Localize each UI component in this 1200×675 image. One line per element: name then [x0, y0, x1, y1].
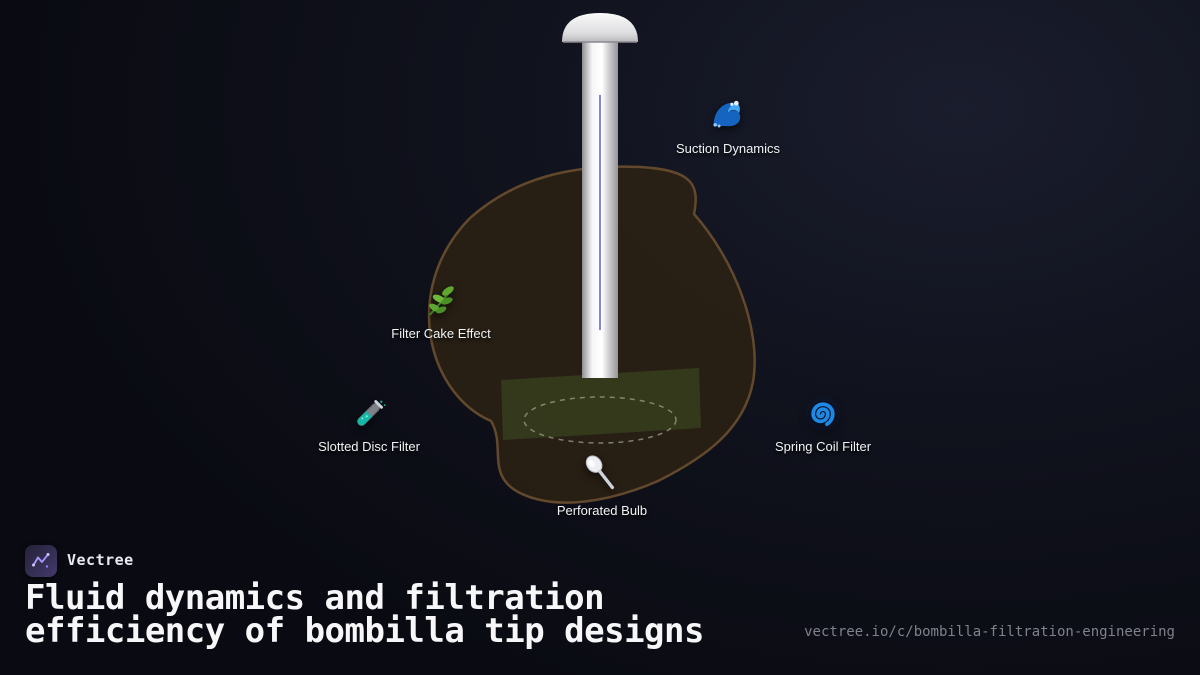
bulb-dashed-outline	[523, 396, 677, 444]
callout-label: Slotted Disc Filter	[318, 439, 420, 454]
page-title-line1: Fluid dynamics and filtration	[25, 578, 605, 618]
filter-zone-band	[501, 368, 701, 440]
callout-slotted-disc-filter[interactable]: Slotted Disc Filter	[318, 394, 420, 454]
vectree-logo-icon	[32, 553, 50, 568]
spoon-icon	[578, 450, 626, 498]
herb-icon	[421, 281, 461, 321]
callout-label: Perforated Bulb	[556, 503, 648, 518]
page-url: vectree.io/c/bombilla-filtration-enginee…	[804, 624, 1175, 640]
callout-label: Spring Coil Filter	[774, 439, 872, 454]
callout-perforated-bulb[interactable]: Perforated Bulb	[557, 450, 647, 518]
test-tube-icon	[349, 394, 389, 434]
brand-name: Vectree	[67, 551, 134, 569]
callout-filter-cake-effect[interactable]: Filter Cake Effect	[391, 281, 491, 341]
callout-label: Suction Dynamics	[675, 141, 781, 156]
wave-icon	[708, 96, 748, 136]
page-title-line2: efficiency of bombilla tip designs	[25, 611, 704, 651]
callout-label: Filter Cake Effect	[391, 326, 491, 341]
bombilla-mouthpiece	[562, 13, 638, 42]
page-title: Fluid dynamics and filtration efficiency…	[25, 578, 704, 651]
spiral-icon	[803, 394, 843, 434]
callout-suction-dynamics[interactable]: Suction Dynamics	[676, 96, 780, 156]
vectree-logo[interactable]	[25, 545, 57, 577]
callout-spring-coil-filter[interactable]: Spring Coil Filter	[775, 394, 871, 454]
